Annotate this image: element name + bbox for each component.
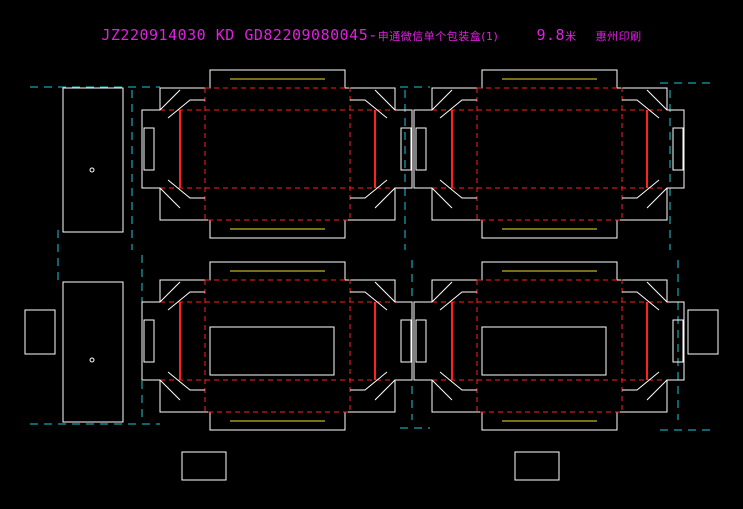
job-code: JZ220914030 KD GD82209080045-	[101, 26, 378, 44]
sheet-outline	[30, 82, 712, 431]
product-name: 申通微信单个包装盒(1)	[377, 30, 499, 43]
drawing-title: JZ220914030 KD GD82209080045-申通微信单个包装盒(1…	[0, 26, 743, 44]
sheet-size: 9.8	[536, 26, 566, 44]
size-unit: 米	[565, 30, 577, 43]
factory-name: 惠州印刷	[595, 30, 642, 43]
left-waste-panels	[24, 87, 719, 481]
box-net-top-left	[141, 69, 413, 239]
box-net-top-right	[413, 69, 685, 239]
box-net-bottom-right	[413, 261, 685, 431]
box-net-bottom-left	[141, 261, 413, 431]
